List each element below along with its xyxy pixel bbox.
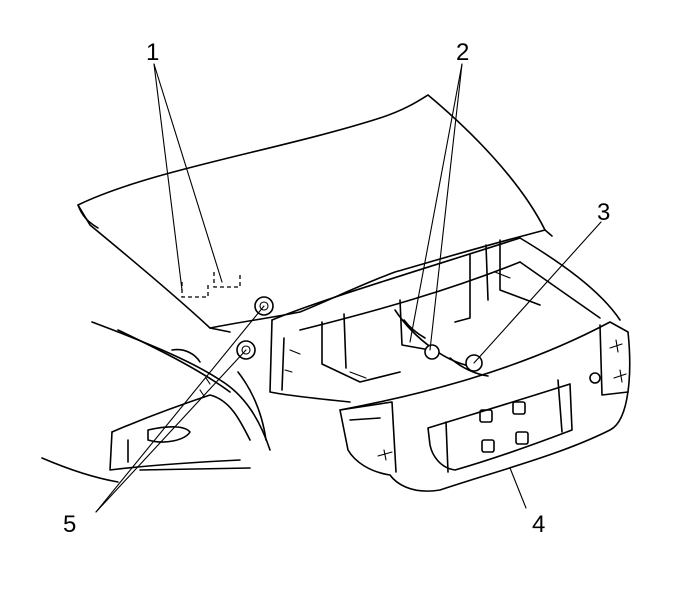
wiring-harness [394, 309, 489, 377]
callout-2: 2 [456, 39, 469, 66]
callout-labels: 1 2 3 4 5 [63, 39, 610, 538]
callout-1: 1 [146, 39, 159, 66]
license-plate-panel [339, 321, 631, 492]
rear-body-panel [269, 237, 621, 403]
callout-3: 3 [597, 199, 610, 226]
leader-lines [95, 63, 602, 513]
trunk-lid [77, 94, 553, 333]
callout-4: 4 [532, 511, 545, 538]
callout-5: 5 [63, 511, 76, 538]
quarter-panel [41, 321, 271, 483]
